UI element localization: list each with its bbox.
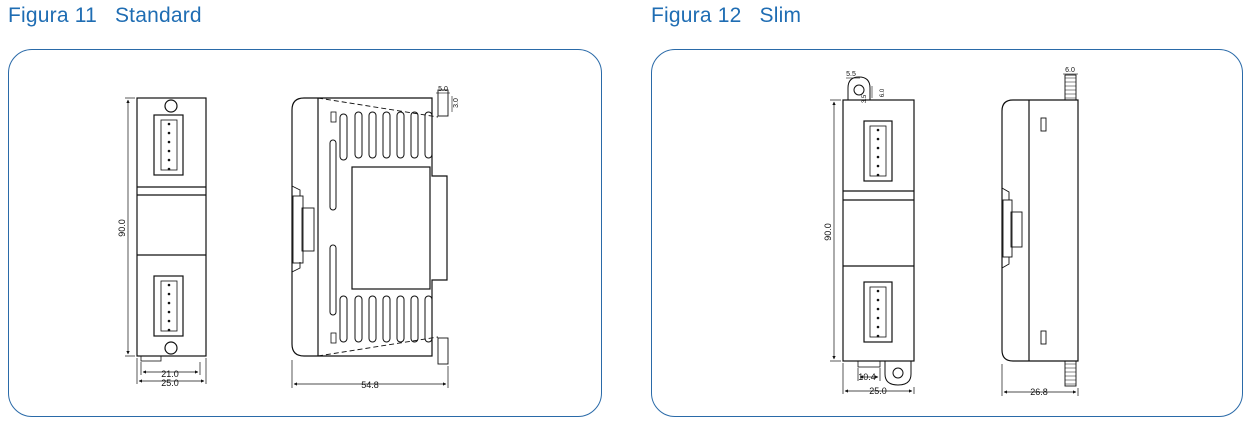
standard-height-label: 90.0 [117,219,127,237]
vent-slot-top [424,111,433,159]
connector-pin [876,146,880,150]
slim-top-dim-b: 3.5 [862,94,868,103]
slim-width-outer-label: 25.0 [869,386,887,396]
standard-top-dim-a: 5.0 [438,86,448,93]
connector-pin [876,307,880,311]
connector-pin [167,167,171,171]
standard-side-body [291,97,448,357]
top-connector [153,114,184,176]
standard-front-view [125,97,207,384]
vent-slot-bottom [368,295,377,343]
figure-11-number: Figura 11 [8,4,97,27]
slim-width-small-label: 10.4 [858,372,876,382]
connector-pin [876,137,880,141]
mounting-hole-bottom [164,341,178,355]
vent-slot-bottom [354,295,363,343]
side-slot [329,244,337,316]
vent-slot-top [354,111,363,159]
connector-pin [876,155,880,159]
figure-12-number: Figura 12 [651,4,742,27]
slim-top-connector [863,120,893,182]
slim-pin-hatching [1065,77,1076,385]
standard-width-small-label: 21.0 [161,369,179,379]
standard-top-dim-b: 3.0 [453,98,460,108]
label-window [351,166,431,290]
connector-pin [167,131,171,135]
standard-vent-slots [329,111,433,344]
figure-11-name: Standard [114,4,202,27]
figure-11-title: Figura 11 Standard [8,4,202,28]
slim-depth-label: 26.8 [1030,387,1048,397]
vent-slot-bottom [396,295,405,343]
slim-top-dim-c: 6.0 [880,88,886,97]
slim-side-view [1001,73,1079,396]
side-slot [329,139,337,211]
connector-pin [167,283,171,287]
connector-pin [167,310,171,314]
connector-pin [167,149,171,153]
connector-pin [876,334,880,338]
vent-slot-top [382,111,391,159]
slim-side-body [1001,99,1079,362]
standard-width-outer-label: 25.0 [161,378,179,388]
connector-pin [876,325,880,329]
connector-pin [876,164,880,168]
slim-bottom-connector [863,281,893,343]
vent-slot-top [368,111,377,159]
vent-slot-bottom [382,295,391,343]
connector-pin [876,128,880,132]
figure-12-name: Slim [759,4,802,27]
slim-top-dim-d: 6.0 [1065,67,1075,74]
mounting-hole-top [164,99,178,113]
connector-pin [876,289,880,293]
connector-pin [167,328,171,332]
connector-pin [167,292,171,296]
bottom-connector [153,275,184,337]
slim-height-label: 90.0 [823,223,833,241]
standard-connector-pins [167,122,171,332]
vent-slot-bottom [424,295,433,343]
connector-pin [876,298,880,302]
slim-connector-pins [876,128,880,338]
connector-pin [167,301,171,305]
figure-12-title: Figura 12 Slim [651,4,801,28]
slim-panel [651,49,1243,417]
standard-depth-label: 54.8 [361,380,379,390]
connector-pin [876,173,880,177]
connector-pin [876,316,880,320]
vent-slot-bottom [339,295,348,343]
vent-slot-top [396,111,405,159]
slim-top-dim-a: 5.5 [846,71,856,78]
standard-front-body [136,97,207,357]
side-notch [330,111,337,123]
vent-slot-top [410,111,419,159]
connector-pin [167,158,171,162]
connector-pin [167,140,171,144]
connector-pin [167,319,171,323]
slim-front-view [830,76,915,394]
vent-slot-top [339,113,348,161]
vent-slot-bottom [410,295,419,343]
standard-side-view [291,89,453,388]
side-notch [330,332,337,344]
connector-pin [167,122,171,126]
